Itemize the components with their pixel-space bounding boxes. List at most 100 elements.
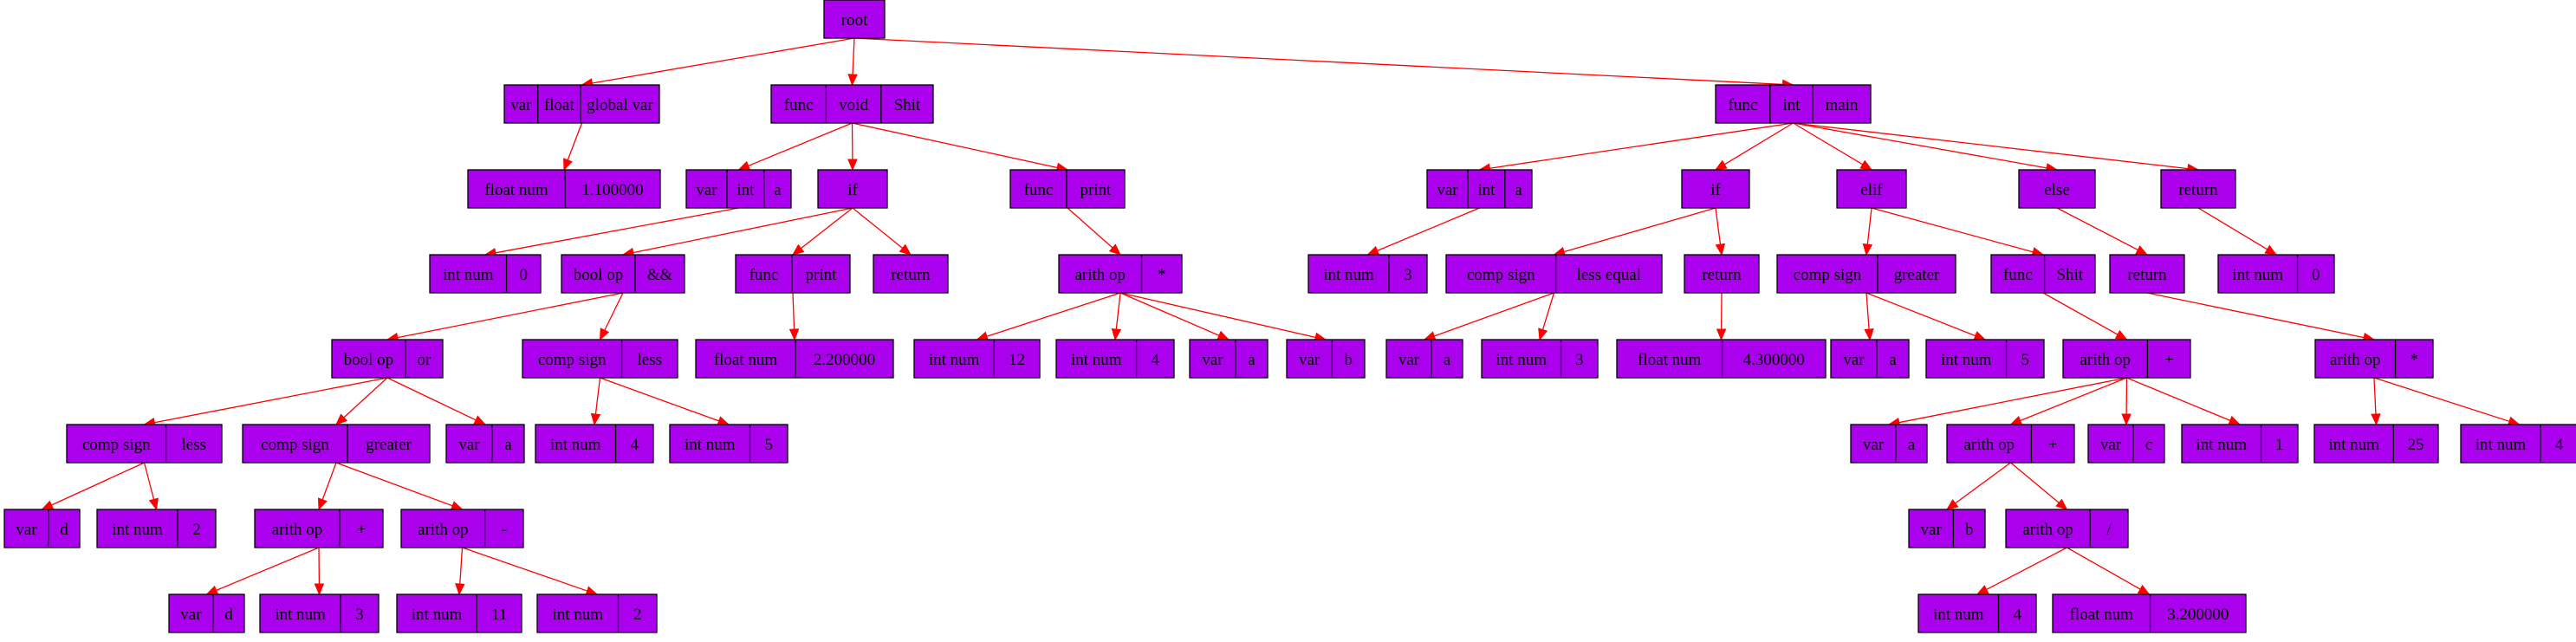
edge-arrowhead — [1538, 327, 1548, 341]
node-field-3: 3 — [355, 606, 364, 624]
edge-arrowhead — [205, 585, 219, 595]
edge-line — [2020, 377, 2127, 422]
tree-edge — [1366, 207, 1480, 256]
tree-node-if-1: if — [817, 169, 888, 209]
node-box — [467, 169, 661, 209]
edge-arrowhead — [788, 328, 800, 341]
tree-edge — [737, 122, 853, 171]
tree-edge — [1976, 547, 2067, 595]
node-field-bool-op: bool op — [344, 351, 394, 369]
edge-line — [1871, 207, 2034, 253]
edge-line — [1865, 292, 1870, 330]
tree-edge — [563, 122, 583, 172]
node-field-greater: greater — [1894, 266, 1940, 284]
node-field-int: int — [1782, 96, 1801, 114]
tree-edge — [2371, 377, 2381, 426]
tree-edge — [205, 547, 320, 595]
node-box — [535, 424, 654, 464]
node-field-int-num: int num — [275, 606, 326, 624]
node-box — [2062, 339, 2191, 379]
node-field-func: func — [1024, 181, 1054, 199]
node-field-int: int — [1477, 181, 1496, 199]
node-field-int-num: int num — [443, 266, 494, 284]
node-box — [1830, 339, 1910, 379]
node-box — [1850, 424, 1928, 464]
tree-edge — [314, 547, 325, 596]
node-field-shit: Shit — [894, 96, 921, 114]
node-field-less: less — [638, 351, 663, 369]
node-field-var: var — [1843, 351, 1865, 369]
node-field-5: 5 — [765, 436, 774, 454]
tree-edge — [590, 377, 601, 426]
edge-line — [1489, 122, 1794, 169]
edge-line — [594, 377, 601, 415]
node-box — [522, 339, 678, 379]
tree-edge — [1793, 122, 1873, 171]
node-field-11: 11 — [491, 606, 507, 624]
node-box — [770, 84, 934, 124]
node-field-int-num: int num — [412, 606, 463, 624]
node-box — [2005, 509, 2129, 548]
node-field-root: root — [841, 11, 868, 29]
node-box — [1055, 339, 1175, 379]
node-box — [2314, 339, 2434, 379]
tree-edge — [791, 207, 853, 256]
tree-edge — [1067, 207, 1121, 256]
tree-edge — [621, 207, 853, 258]
tree-node-if-2: if — [1681, 169, 1750, 209]
tree-edge — [386, 292, 624, 343]
node-box — [695, 339, 894, 379]
node-box — [2217, 254, 2335, 294]
node-field-4: 4 — [2014, 606, 2022, 624]
edge-line — [1434, 292, 1554, 337]
node-field-int-num: int num — [2232, 266, 2283, 284]
node-box — [2018, 169, 2096, 209]
node-box — [913, 339, 1041, 379]
node-field-int-num: int num — [552, 606, 603, 624]
node-field-float-num: float num — [714, 351, 778, 369]
node-field-sym: * — [2411, 351, 2419, 369]
tree-edge — [788, 292, 800, 341]
node-box — [1616, 339, 1827, 379]
edge-arrowhead — [450, 501, 464, 511]
node-box — [1385, 339, 1463, 379]
node-box — [2109, 254, 2185, 294]
tree-edge — [2067, 547, 2151, 595]
tree-edge — [1945, 462, 2011, 510]
node-field-d: d — [224, 606, 233, 624]
node-field-int-num: int num — [1323, 266, 1374, 284]
edge-line — [1793, 122, 2047, 169]
node-field-int-num: int num — [2196, 436, 2247, 454]
edge-line — [1115, 292, 1121, 330]
node-field-sym: * — [1158, 266, 1166, 284]
node-box — [1426, 169, 1533, 209]
edge-arrowhead — [791, 243, 805, 256]
edge-arrowhead — [1217, 330, 1230, 340]
edge-line — [801, 207, 853, 250]
edge-arrowhead — [1864, 328, 1874, 341]
tree-node-elif-1: elif — [1836, 169, 1907, 209]
node-field-arith-op: arith op — [272, 521, 323, 539]
node-box — [3, 509, 81, 548]
node-field-int-num: int num — [1941, 351, 1992, 369]
edge-arrowhead — [1716, 328, 1727, 341]
node-box — [445, 424, 525, 464]
node-field-var: var — [1398, 351, 1420, 369]
node-box — [1990, 254, 2096, 294]
edge-line — [1067, 207, 1113, 249]
node-field-2-200000: 2.200000 — [814, 351, 875, 369]
node-field-less: less — [182, 436, 207, 454]
tree-edge — [462, 547, 599, 596]
node-field-int-num: int num — [929, 351, 980, 369]
node-box — [1836, 169, 1907, 209]
